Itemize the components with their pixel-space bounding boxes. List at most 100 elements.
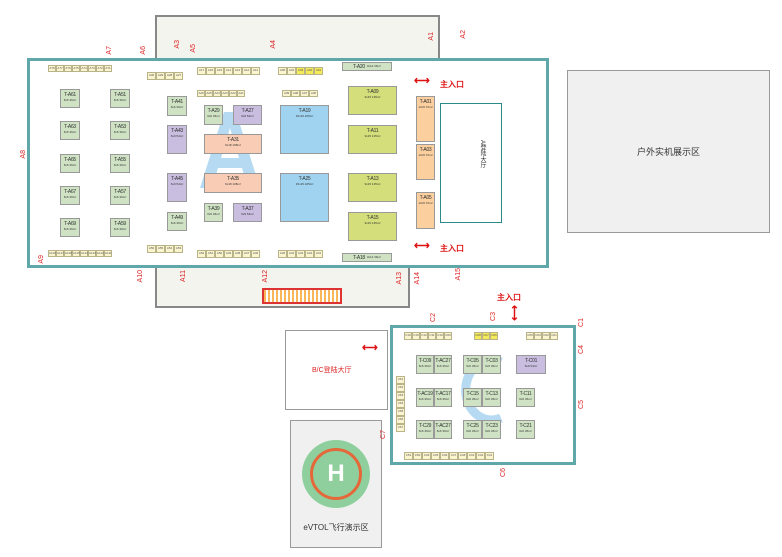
small-booth[interactable]: C43 bbox=[467, 452, 476, 460]
small-booth[interactable]: A15 bbox=[215, 67, 224, 75]
small-booth[interactable]: C10 bbox=[436, 332, 444, 340]
small-booth[interactable]: C45 bbox=[431, 452, 440, 460]
small-booth[interactable]: C41 bbox=[485, 452, 494, 460]
small-booth[interactable]: C12 bbox=[420, 332, 428, 340]
small-booth[interactable]: C08 bbox=[474, 332, 482, 340]
small-booth[interactable]: A114 bbox=[80, 250, 88, 257]
small-booth[interactable]: C15 bbox=[412, 332, 420, 340]
small-booth[interactable]: C49 bbox=[422, 452, 431, 460]
small-booth[interactable]: A116 bbox=[48, 250, 56, 257]
small-booth[interactable]: C42 bbox=[476, 452, 485, 460]
small-booth[interactable]: C48 bbox=[458, 452, 467, 460]
small-booth[interactable]: C16 bbox=[404, 332, 412, 340]
small-booth[interactable]: A03 bbox=[296, 67, 305, 75]
small-booth[interactable]: A11 bbox=[251, 67, 260, 75]
small-booth[interactable]: A113 bbox=[88, 250, 96, 257]
small-booth[interactable]: A30 bbox=[147, 72, 156, 80]
small-booth[interactable]: A111 bbox=[104, 250, 112, 257]
small-booth[interactable]: A47 bbox=[242, 250, 251, 258]
small-booth[interactable]: A14 bbox=[224, 67, 233, 75]
small-booth[interactable]: A71 bbox=[104, 65, 112, 72]
small-booth[interactable]: C66 bbox=[396, 416, 405, 424]
small-booth[interactable]: A118 bbox=[64, 250, 72, 257]
small-booth[interactable]: A01 bbox=[314, 67, 323, 75]
small-booth[interactable]: C63 bbox=[396, 392, 405, 400]
small-booth[interactable]: A117 bbox=[56, 250, 64, 257]
small-booth[interactable]: A04 bbox=[287, 67, 296, 75]
small-booth[interactable]: C61 bbox=[396, 376, 405, 384]
small-booth[interactable]: A43 bbox=[296, 250, 305, 258]
small-booth[interactable]: A16 bbox=[206, 67, 215, 75]
small-booth[interactable]: A53 bbox=[174, 245, 183, 253]
small-booth[interactable]: A74 bbox=[80, 65, 88, 72]
small-booth[interactable]: A23 bbox=[221, 90, 229, 97]
small-booth[interactable]: A07 bbox=[300, 90, 309, 97]
small-booth[interactable]: A42 bbox=[305, 250, 314, 258]
small-booth[interactable]: C07 bbox=[482, 332, 490, 340]
small-booth[interactable]: A05 bbox=[278, 67, 287, 75]
small-booth[interactable]: A55 bbox=[156, 245, 165, 253]
small-booth[interactable]: A17 bbox=[197, 67, 206, 75]
small-booth[interactable]: A13 bbox=[233, 67, 242, 75]
small-booth[interactable]: A26 bbox=[197, 90, 205, 97]
small-booth[interactable]: C11 bbox=[428, 332, 436, 340]
small-booth[interactable]: A12 bbox=[242, 67, 251, 75]
small-booth[interactable]: A28 bbox=[165, 72, 174, 80]
small-booth[interactable]: A08 bbox=[291, 90, 300, 97]
small-booth[interactable]: C02 bbox=[542, 332, 550, 340]
small-booth[interactable]: C03 bbox=[534, 332, 542, 340]
small-booth[interactable]: C65 bbox=[396, 408, 405, 416]
small-booth[interactable]: C62 bbox=[396, 384, 405, 392]
small-booth[interactable]: C05 bbox=[526, 332, 534, 340]
small-booth[interactable]: C64 bbox=[396, 400, 405, 408]
small-booth[interactable]: A29 bbox=[156, 72, 165, 80]
small-booth[interactable]: A112 bbox=[96, 250, 104, 257]
small-booth[interactable]: A41 bbox=[314, 250, 323, 258]
small-booth[interactable]: A115 bbox=[72, 250, 80, 257]
small-booth[interactable]: A46 bbox=[251, 250, 260, 258]
small-booth[interactable]: A24 bbox=[213, 90, 221, 97]
small-booth[interactable]: C50 bbox=[413, 452, 422, 460]
small-booth[interactable]: A48 bbox=[233, 250, 242, 258]
small-booth[interactable]: A72 bbox=[96, 65, 104, 72]
small-booth[interactable]: A75 bbox=[72, 65, 80, 72]
small-booth[interactable]: A25 bbox=[205, 90, 213, 97]
small-booth[interactable]: A78 bbox=[48, 65, 56, 72]
small-booth[interactable]: A54 bbox=[165, 245, 174, 253]
small-booth[interactable]: A51 bbox=[206, 250, 215, 258]
small-booth[interactable]: A49 bbox=[224, 250, 233, 258]
small-booth[interactable]: C47 bbox=[449, 452, 458, 460]
